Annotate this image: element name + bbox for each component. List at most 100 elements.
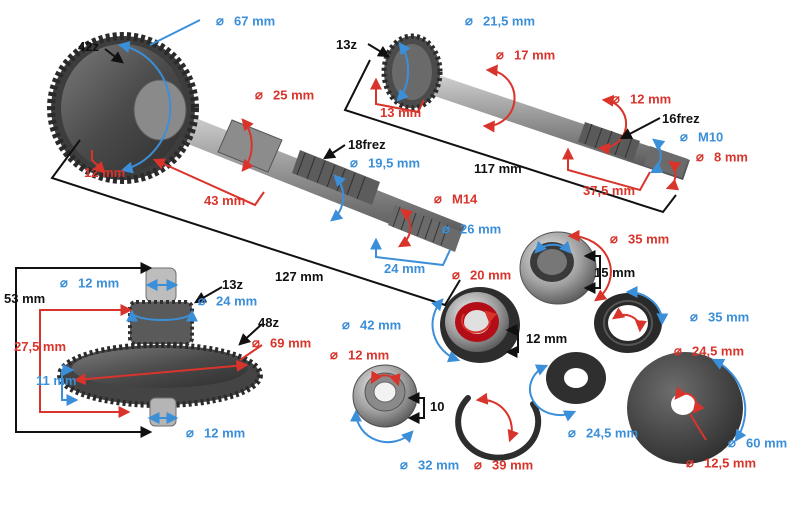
diameter-icon: ⌀: [728, 435, 736, 450]
label-24mm-shaft: 24 mm: [384, 261, 426, 276]
label-35mm-seal: ⌀ 35 mm: [690, 310, 749, 326]
label-m10-text: M10: [698, 129, 724, 145]
label-42mm: ⌀42 mm: [342, 318, 401, 334]
label-21-5mm-text: 21,5 mm: [483, 13, 536, 29]
diameter-icon: ⌀: [465, 13, 473, 28]
diameter-icon: ⌀: [690, 309, 698, 324]
label-12mm-top: ⌀ 12 mm: [60, 276, 119, 292]
label-35mm-needle: ⌀ 35 mm: [610, 232, 669, 248]
diameter-icon: ⌀: [680, 129, 688, 144]
label-35mm-needle-text: 35 mm: [628, 231, 670, 247]
diameter-icon: ⌀: [610, 231, 618, 246]
label-11mm: 11 mm: [36, 373, 77, 388]
label-24-5mm-seal: ⌀ 24,5 mm: [674, 344, 744, 360]
label-60mm: ⌀ 60 mm: [728, 436, 787, 452]
cluster-13z-gear: [128, 300, 194, 346]
label-12mm-shaft2: ⌀ 12 mm: [612, 92, 671, 108]
diameter-icon: ⌀: [686, 455, 694, 470]
label-24-5mm-washer-text: 24,5 mm: [586, 425, 639, 441]
label-69mm-text: 69 mm: [270, 335, 312, 351]
circlip: [455, 395, 542, 461]
label-26mm: ⌀26 mm: [442, 222, 501, 238]
label-8mm: ⌀ 8 mm: [696, 150, 748, 166]
label-13z-pinion: 13z: [336, 37, 357, 52]
diameter-icon: ⌀: [60, 275, 68, 290]
diameter-icon: ⌀: [696, 149, 704, 164]
gear-42z-hub: [133, 79, 187, 141]
label-24-5mm-washer: ⌀ 24,5 mm: [568, 426, 638, 442]
label-8mm-text: 8 mm: [714, 149, 748, 165]
pinion-13z-face: [392, 44, 432, 100]
label-19-5mm-text: 19,5 mm: [368, 155, 421, 171]
label-69mm: ⌀ 69 mm: [252, 336, 311, 352]
label-17mm: ⌀ 17 mm: [496, 48, 555, 64]
label-32mm-text: 32 mm: [418, 457, 460, 473]
diameter-icon: ⌀: [612, 91, 620, 106]
label-27-5mm: 27,5 mm: [14, 339, 67, 354]
diameter-icon: ⌀: [216, 13, 224, 28]
diameter-icon: ⌀: [452, 267, 460, 282]
label-m14-text: M14: [452, 191, 478, 207]
label-35mm-seal-text: 35 mm: [708, 309, 750, 325]
label-43mm: 43 mm: [204, 193, 246, 208]
label-12mm-smallbearing: ⌀ 12 mm: [330, 348, 389, 364]
oil-seal: [594, 293, 662, 353]
label-60mm-text: 60 mm: [746, 435, 788, 451]
thin-washer: [546, 352, 606, 404]
diameter-icon: ⌀: [252, 335, 260, 350]
label-48z: 48z: [258, 315, 279, 330]
label-20mm-text: 20 mm: [470, 267, 512, 283]
diameter-icon: ⌀: [400, 457, 408, 472]
label-18frez: 18frez: [348, 137, 386, 152]
label-12mm-gear: 12 mm: [84, 165, 126, 180]
diameter-icon: ⌀: [186, 425, 194, 440]
diameter-icon: ⌀: [198, 293, 206, 308]
diameter-icon: ⌀: [350, 155, 358, 170]
label-25mm-text: 25 mm: [273, 87, 315, 103]
label-20mm: ⌀ 20 mm: [452, 268, 511, 284]
label-67mm: ⌀ 67 mm: [216, 14, 275, 30]
label-53mm: 53 mm: [4, 291, 46, 306]
label-12mm-shaft2-text: 12 mm: [630, 91, 672, 107]
label-m10: ⌀ M10: [680, 130, 723, 146]
label-117mm: 117 mm: [474, 161, 522, 176]
diameter-icon: ⌀: [474, 457, 482, 472]
label-67mm-text: 67 mm: [234, 13, 276, 29]
label-37-5mm: 37,5 mm: [583, 183, 636, 198]
label-12mm-bottom-text: 12 mm: [204, 425, 246, 441]
cluster-bottom-shaft: [149, 397, 177, 427]
diameter-icon: ⌀: [568, 425, 576, 440]
ball-bearing-small: [352, 364, 418, 428]
label-24mm-cluster-text: 24 mm: [216, 293, 258, 309]
label-42z: 42z: [78, 39, 99, 54]
label-16frez: 16frez: [662, 111, 700, 126]
label-24mm-cluster: ⌀ 24 mm: [198, 294, 257, 310]
label-39mm-text: 39 mm: [492, 457, 534, 473]
label-42mm-text: 42 mm: [360, 317, 402, 333]
label-26mm-text: 26 mm: [460, 221, 502, 237]
label-19-5mm: ⌀ 19,5 mm: [350, 156, 420, 172]
label-12-5mm-text: 12,5 mm: [704, 455, 757, 471]
label-13z-cluster: 13z: [222, 277, 243, 292]
diameter-icon: ⌀: [255, 87, 263, 102]
diameter-icon: ⌀: [330, 347, 338, 362]
label-12-5mm: ⌀ 12,5 mm: [686, 456, 756, 472]
thrust-disc: [627, 352, 743, 464]
label-17mm-text: 17 mm: [514, 47, 556, 63]
label-m14: ⌀ M14: [434, 192, 477, 208]
label-21-5mm: ⌀ 21,5 mm: [465, 14, 535, 30]
label-12mm-bottom: ⌀ 12 mm: [186, 426, 245, 442]
needle-bearing: [519, 231, 597, 305]
diameter-icon: ⌀: [674, 343, 682, 358]
label-12mm-top-text: 12 mm: [78, 275, 120, 291]
label-24-5mm-seal-text: 24,5 mm: [692, 343, 745, 359]
diameter-icon: ⌀: [434, 191, 442, 206]
label-12mm-smallbearing-text: 12 mm: [348, 347, 390, 363]
label-13mm: 13 mm: [380, 105, 422, 120]
label-39mm: ⌀ 39 mm: [474, 458, 533, 474]
diameter-icon: ⌀: [496, 47, 504, 62]
label-12mm-width: 12 mm: [526, 331, 568, 346]
label-15mm: 15 mm: [594, 265, 636, 280]
